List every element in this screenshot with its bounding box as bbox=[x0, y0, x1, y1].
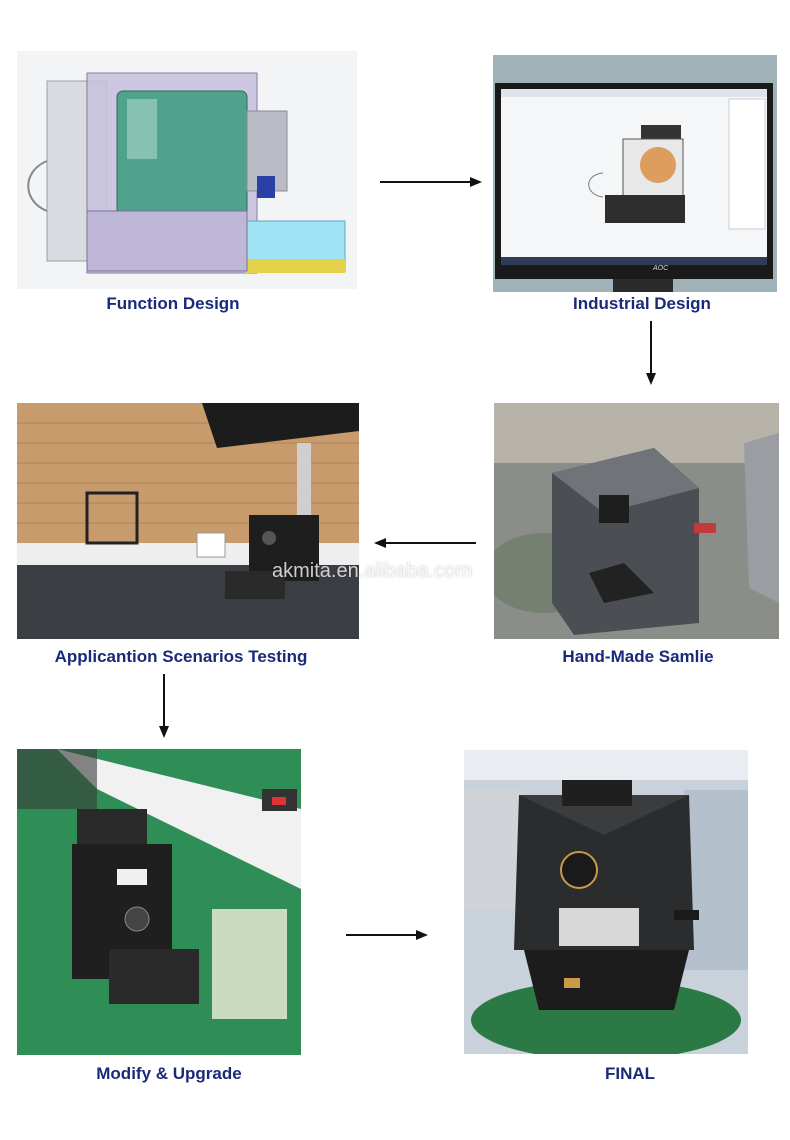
arrow-right-icon bbox=[346, 930, 428, 940]
application-testing-label: Applicantion Scenarios Testing bbox=[54, 647, 308, 666]
function-design-label: Function Design bbox=[106, 294, 240, 313]
final-label: FINAL bbox=[604, 1064, 656, 1083]
industrial-design-image: AOC bbox=[493, 55, 777, 292]
modify-upgrade-label: Modify & Upgrade bbox=[96, 1064, 242, 1083]
final-product-image bbox=[464, 750, 748, 1054]
watermark-text: akmita.en.alibaba.com bbox=[272, 560, 473, 582]
hand-made-sample-image bbox=[494, 403, 779, 639]
hand-made-sample-label: Hand-Made Samlie bbox=[562, 647, 714, 666]
arrow-left-icon bbox=[374, 538, 476, 548]
application-testing-image bbox=[17, 403, 359, 639]
arrow-down-icon bbox=[646, 321, 656, 385]
arrow-down-icon bbox=[159, 674, 169, 738]
industrial-design-label: Industrial Design bbox=[573, 294, 711, 313]
modify-upgrade-image bbox=[17, 749, 301, 1055]
function-design-image bbox=[17, 51, 357, 289]
arrow-right-icon bbox=[380, 177, 482, 187]
monitor-brand-label: AOC bbox=[653, 265, 669, 272]
